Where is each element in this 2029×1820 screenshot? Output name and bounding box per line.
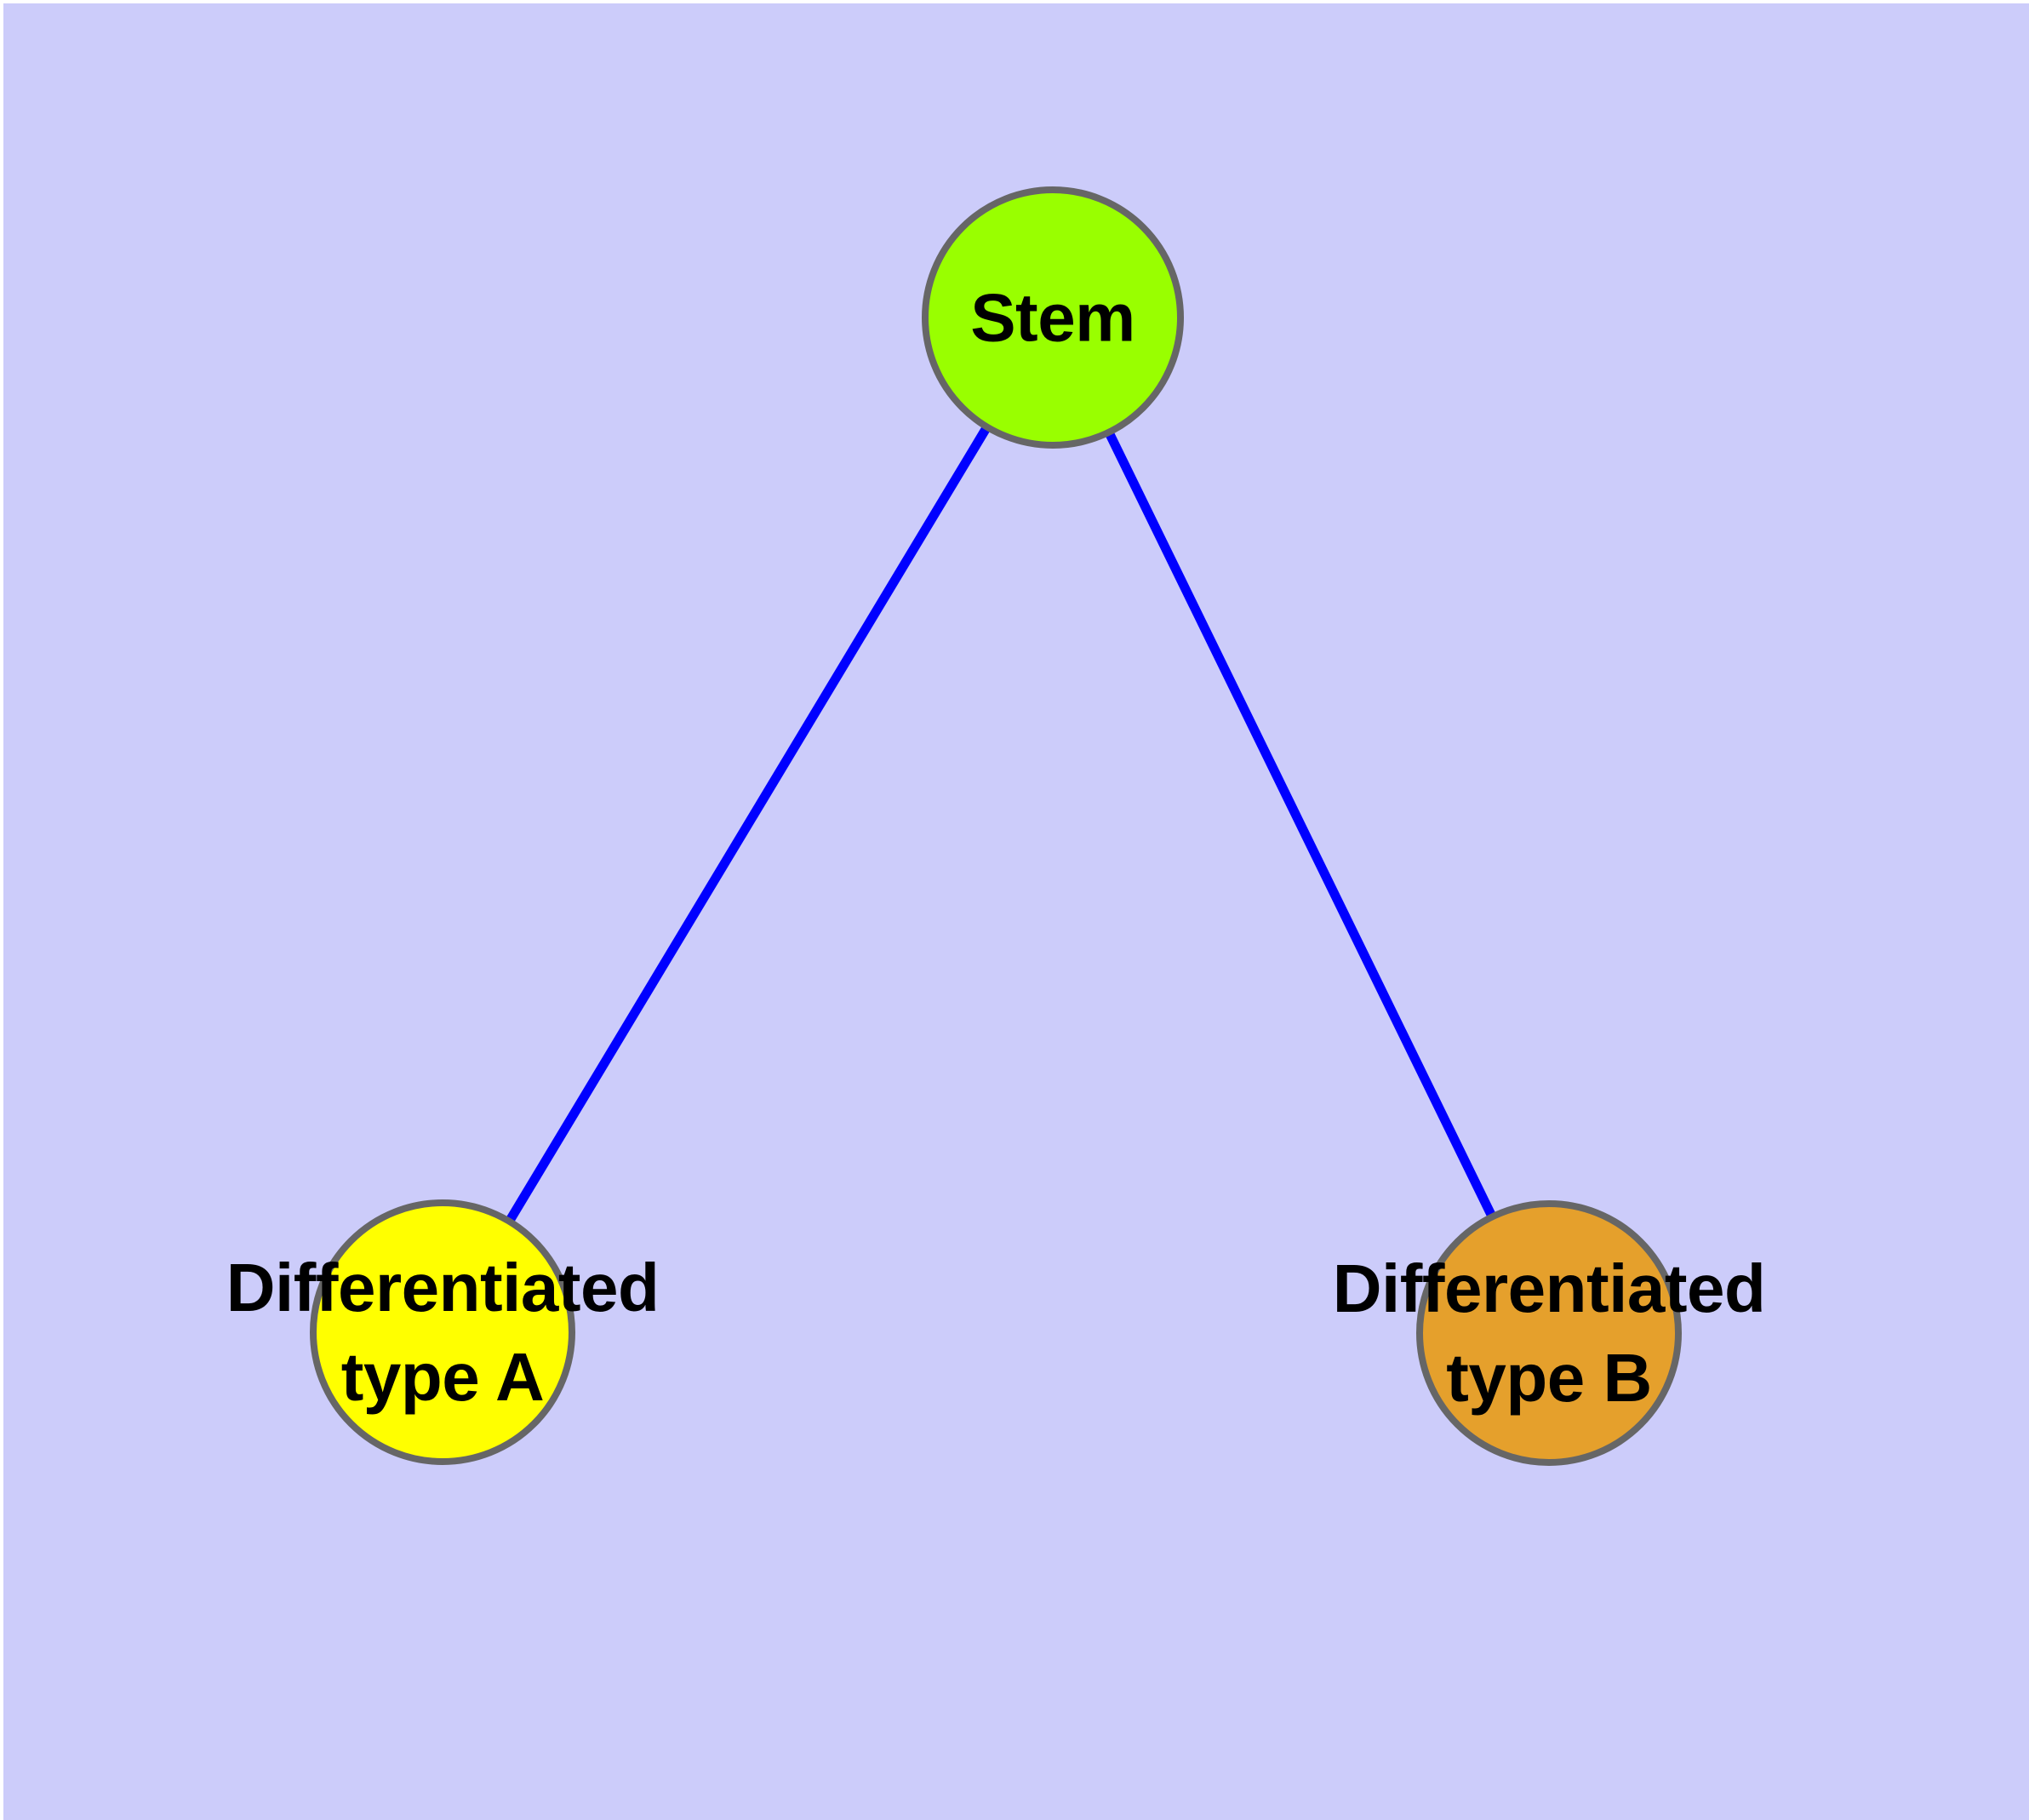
- node-differentiated-type-b[interactable]: [1416, 1200, 1682, 1466]
- edge-stem-to-diff-a: [438, 315, 1057, 1335]
- node-stem[interactable]: [922, 186, 1184, 449]
- node-layer: [310, 186, 1682, 1466]
- edge-stem-to-diff-b: [1049, 315, 1553, 1336]
- node-differentiated-type-a[interactable]: [310, 1199, 575, 1465]
- edge-layer: [438, 315, 1553, 1336]
